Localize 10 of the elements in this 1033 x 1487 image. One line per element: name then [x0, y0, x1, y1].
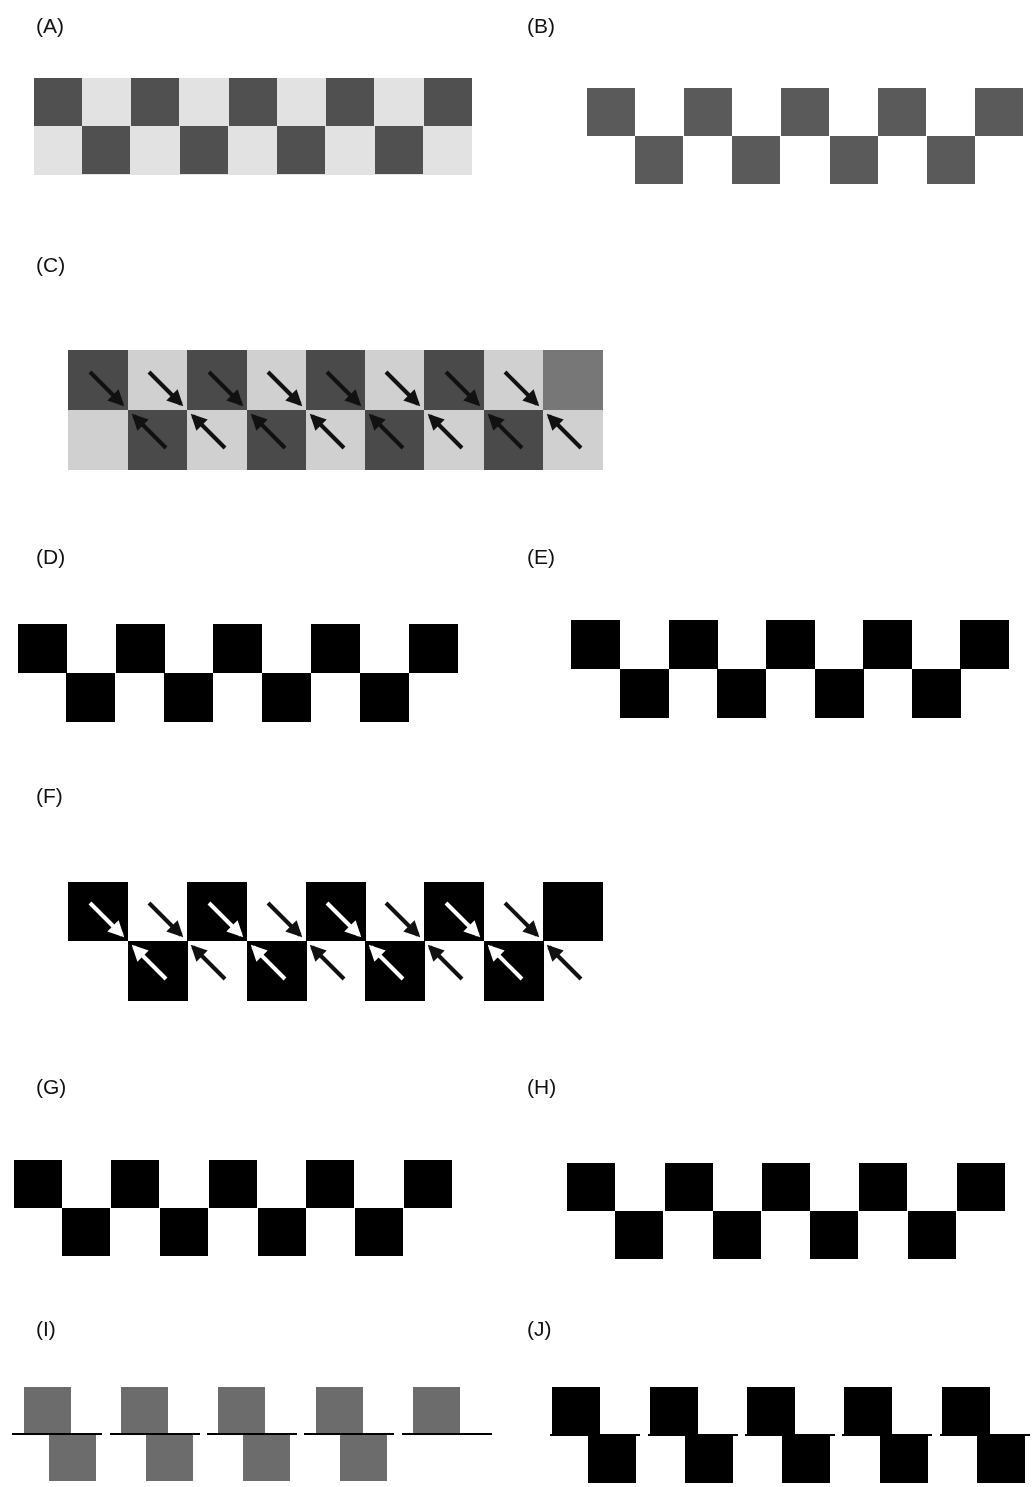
- panel-label: (G): [36, 1075, 67, 1099]
- panel-label: (A): [36, 14, 64, 38]
- panel-label: (C): [36, 253, 66, 277]
- panel-label: (I): [36, 1317, 56, 1341]
- panel-label: (D): [36, 545, 66, 569]
- panel-label: (F): [36, 784, 63, 808]
- panel-label: (B): [527, 14, 555, 38]
- panel-label: (E): [527, 545, 555, 569]
- panel-label: (J): [527, 1317, 552, 1341]
- panel-label: (H): [527, 1075, 557, 1099]
